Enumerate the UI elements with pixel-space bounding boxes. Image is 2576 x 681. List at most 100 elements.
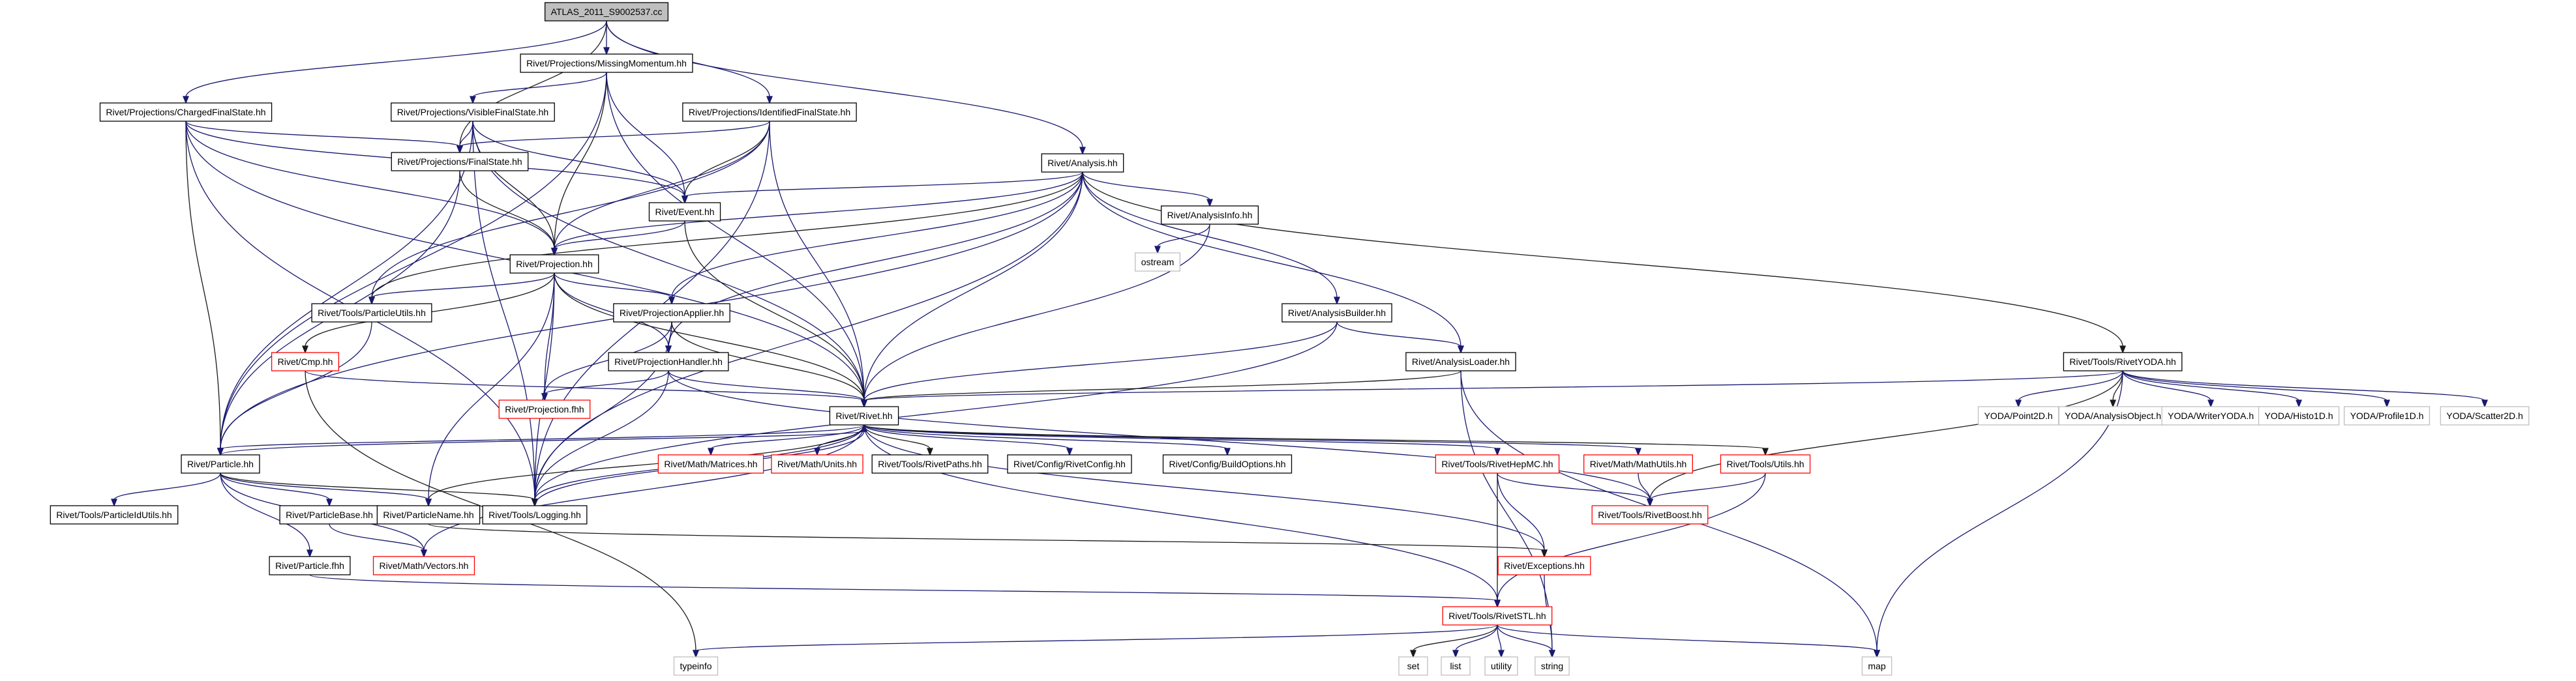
node-n43[interactable]: Rivet/Exceptions.hh [1497, 556, 1591, 575]
arrow-head-icon [668, 297, 675, 305]
node-box [1861, 656, 1893, 676]
node-box [2258, 406, 2340, 426]
edge-n27-n39 [220, 472, 538, 507]
node-box [613, 303, 730, 323]
node-box [682, 102, 857, 122]
node-box [391, 152, 529, 171]
edge-n44-n45 [693, 624, 1498, 658]
node-n39[interactable]: Rivet/Tools/Logging.hh [482, 505, 588, 525]
node-n6[interactable]: Rivet/Projections/FinalState.hh [391, 152, 529, 171]
node-n30[interactable]: Rivet/Tools/RivetPaths.hh [871, 454, 989, 474]
node-label: YODA/Histo1D.h [2264, 411, 2333, 421]
node-n25: YODA/Profile1D.h [2343, 406, 2431, 426]
arrow-head-icon [766, 96, 773, 104]
node-n4[interactable]: Rivet/Projections/VisibleFinalState.hh [391, 102, 555, 122]
node-label: Rivet/Projections/VisibleFinalState.hh [397, 107, 548, 117]
node-box [311, 303, 432, 323]
node-n48: utility [1484, 656, 1518, 676]
node-n7[interactable]: Rivet/Analysis.hh [1041, 153, 1124, 173]
edge-line [863, 370, 2123, 401]
node-box [2440, 406, 2530, 426]
edge-n14-n18 [1336, 321, 1464, 354]
node-n29[interactable]: Rivet/Math/Units.hh [771, 454, 863, 474]
node-box [181, 454, 260, 474]
node-box [771, 454, 863, 474]
node-n20[interactable]: Rivet/Rivet.hh [829, 406, 899, 426]
node-n5[interactable]: Rivet/Projections/IdentifiedFinalState.h… [682, 102, 857, 122]
node-label: ATLAS_2011_S9002537.cc [551, 7, 663, 17]
edge-line [220, 472, 429, 500]
node-n8[interactable]: Rivet/Event.hh [648, 202, 721, 222]
node-box [829, 406, 899, 426]
edge-line [2122, 370, 2485, 401]
node-n12[interactable]: Rivet/Tools/ParticleUtils.hh [311, 303, 432, 323]
node-label: Rivet/Tools/RivetPaths.hh [878, 459, 982, 469]
node-label: Rivet/Analysis.hh [1047, 158, 1117, 168]
arrow-head-icon [1635, 448, 1641, 456]
edge-n27-n20 [220, 424, 867, 456]
node-n41[interactable]: Rivet/Math/Vectors.hh [372, 556, 475, 575]
node-label: Rivet/Tools/RivetBoost.hh [1598, 510, 1702, 520]
node-n14[interactable]: Rivet/AnalysisBuilder.hh [1281, 303, 1392, 323]
arrow-head-icon [1494, 600, 1501, 608]
node-n42[interactable]: Rivet/Particle.fhh [269, 556, 351, 575]
node-n38[interactable]: Rivet/ParticleName.hh [376, 505, 481, 525]
node-n33[interactable]: Rivet/Tools/RivetHepMC.hh [1435, 454, 1560, 474]
node-n44[interactable]: Rivet/Tools/RivetSTL.hh [1442, 606, 1553, 626]
edge-n5-n6 [457, 121, 770, 154]
edge-line [1336, 321, 1461, 347]
node-n34[interactable]: Rivet/Math/MathUtils.hh [1583, 454, 1693, 474]
node-n31[interactable]: Rivet/Config/RivetConfig.hh [1007, 454, 1132, 474]
arrow-head-icon [861, 424, 867, 432]
node-n32[interactable]: Rivet/Config/BuildOptions.hh [1162, 454, 1293, 474]
edge-n1-n3 [183, 20, 607, 104]
node-n46: set [1398, 656, 1428, 676]
node-n40[interactable]: Rivet/Tools/RivetBoost.hh [1591, 505, 1709, 525]
edge-n12-n27 [217, 321, 372, 456]
edge-line [1497, 624, 1502, 652]
node-n13[interactable]: Rivet/ProjectionApplier.hh [613, 303, 730, 323]
node-n9[interactable]: Rivet/AnalysisInfo.hh [1160, 205, 1259, 225]
node-box [648, 202, 721, 222]
node-n37[interactable]: Rivet/ParticleBase.hh [279, 505, 380, 525]
edge-line [459, 121, 770, 147]
node-n1[interactable]: ATLAS_2011_S9002537.cc [544, 2, 669, 22]
node-n16[interactable]: Rivet/ProjectionHandler.hh [608, 352, 729, 371]
arrow-head-icon [2119, 345, 2126, 354]
edge-n11-n13 [554, 272, 675, 305]
edge-line [1082, 171, 1461, 347]
node-box [1405, 352, 1516, 371]
node-n35[interactable]: Rivet/Tools/Utils.hh [1720, 454, 1811, 474]
node-box [673, 656, 719, 676]
node-n18[interactable]: Rivet/AnalysisLoader.hh [1405, 352, 1516, 371]
edge-n38-n43 [428, 523, 1548, 558]
edge-line [428, 272, 555, 500]
edge-line [1460, 370, 1553, 652]
node-n36[interactable]: Rivet/Tools/ParticleIdUtils.hh [50, 505, 179, 525]
edge-line [863, 224, 1210, 401]
node-n17[interactable]: Rivet/Projection.fhh [498, 399, 591, 419]
edge-line [309, 574, 1498, 601]
edge-line [1082, 171, 1210, 201]
node-n19[interactable]: Rivet/Tools/RivetYODA.hh [2063, 352, 2183, 371]
node-label: typeinfo [680, 661, 711, 671]
edge-n16-n17 [541, 370, 669, 401]
edge-n27-n38 [220, 472, 432, 507]
node-n3[interactable]: Rivet/Projections/ChargedFinalState.hh [99, 102, 273, 122]
node-n11[interactable]: Rivet/Projection.hh [509, 254, 599, 274]
edge-line [863, 424, 1070, 450]
node-n2[interactable]: Rivet/Projections/MissingMomentum.hh [520, 53, 693, 73]
node-n21: YODA/Point2D.h [1977, 406, 2059, 426]
arrow-head-icon [708, 448, 714, 456]
edge-n20-n32 [863, 424, 1231, 456]
node-box [544, 2, 669, 22]
edge-line [606, 20, 1083, 149]
edge-n1-n7 [606, 20, 1086, 155]
node-n15[interactable]: Rivet/Cmp.hh [271, 352, 340, 371]
edge-n11-n20 [554, 272, 867, 408]
edge-line [423, 424, 865, 551]
edge-line [554, 121, 770, 250]
node-n27[interactable]: Rivet/Particle.hh [181, 454, 260, 474]
node-n28[interactable]: Rivet/Math/Matrices.hh [657, 454, 764, 474]
edge-line [554, 272, 865, 401]
